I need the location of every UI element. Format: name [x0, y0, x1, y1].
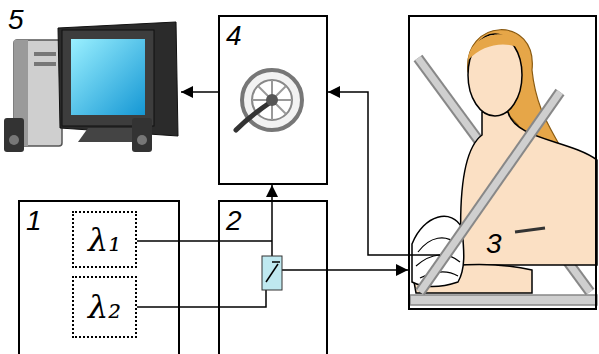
callout-number: 4 [226, 20, 242, 52]
patient-figure [410, 295, 597, 305]
patient-figure [515, 228, 545, 232]
computer-icon [9, 135, 19, 145]
wavelength-label: λ₁ [88, 221, 121, 259]
callout-number: 5 [8, 4, 24, 36]
computer-icon [132, 118, 152, 152]
computer-icon [58, 22, 178, 136]
signal-connector [137, 306, 218, 308]
computer-block: 5 [5, 2, 181, 160]
wavelength-label: λ₂ [88, 288, 121, 326]
switch-symbol [282, 269, 328, 271]
patient-figure [420, 92, 560, 292]
signal-connector [328, 269, 408, 271]
patient-figure [408, 254, 440, 256]
detector-icon [236, 70, 302, 130]
switch-block: 2 [218, 200, 328, 354]
detector-icon [266, 94, 278, 106]
computer-icon [4, 22, 178, 152]
computer-icon [71, 39, 145, 115]
patient-figure [468, 34, 528, 60]
detector-icon [242, 70, 302, 130]
switch-symbol [272, 261, 280, 263]
patient-block: 3 [408, 15, 597, 310]
switch-symbol [218, 202, 328, 307]
signal-connector [181, 91, 218, 93]
patient-figure [408, 30, 597, 305]
signal-connector [271, 185, 273, 200]
detector-icon [236, 104, 268, 130]
signal-connector [137, 240, 218, 242]
laser-module: λ₁ [72, 211, 137, 268]
detector-block: 4 [218, 15, 328, 185]
patient-figure [420, 92, 560, 292]
signal-connector [328, 92, 408, 255]
switch-symbol [266, 264, 278, 282]
callout-number: 2 [226, 205, 242, 237]
switch-symbol [262, 256, 282, 290]
computer-icon [34, 62, 56, 66]
switch-symbol [218, 240, 272, 242]
laser-module: λ₂ [72, 276, 137, 338]
computer-icon [4, 118, 24, 152]
switch-symbol [271, 202, 273, 256]
computer-icon [62, 30, 154, 126]
callout-number: 3 [486, 228, 502, 260]
switch-symbol [218, 290, 266, 307]
computer-icon [34, 52, 56, 56]
callout-number: 1 [26, 205, 42, 237]
computer-icon [137, 135, 147, 145]
light-source-block: 1 λ₁ λ₂ [18, 200, 180, 354]
